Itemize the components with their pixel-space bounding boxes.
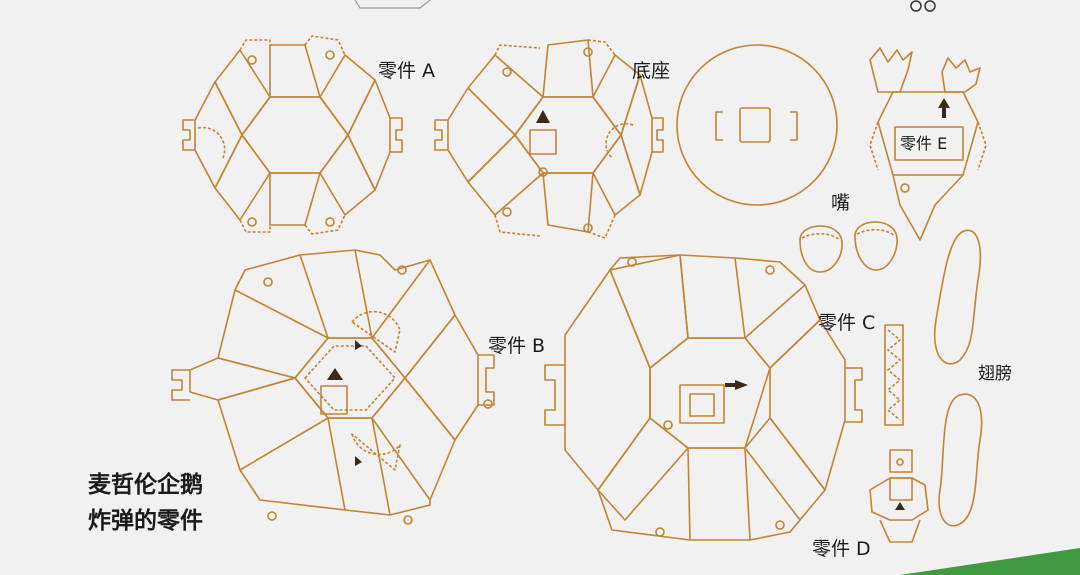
wing-label: 翅膀 — [978, 364, 1012, 384]
part-b-label: 零件 B — [488, 335, 546, 357]
part-d-net — [869, 449, 929, 543]
part-c-strip — [884, 324, 904, 426]
part-c-label: 零件 C — [818, 312, 876, 334]
base-disc — [676, 44, 838, 206]
top-edge-remnant — [354, 0, 431, 9]
arrow-mark-2 — [938, 98, 950, 108]
green-edge-strip — [900, 548, 1080, 575]
corner-mark-2 — [924, 0, 936, 12]
beak-label: 嘴 — [831, 192, 851, 214]
part-a-net — [182, 35, 403, 235]
triangle-mark-1 — [536, 110, 550, 123]
part-e-label: 零件 E — [900, 134, 948, 153]
arrow-mark-2-shaft — [942, 108, 946, 118]
caption: 麦哲伦企鹅 炸弹的零件 — [88, 468, 203, 539]
arrow-mark-1 — [735, 380, 748, 390]
part-b-net — [171, 249, 495, 525]
arrow-mark-5 — [895, 502, 905, 510]
part-d-label: 零件 D — [812, 538, 871, 560]
part-b-net-2 — [544, 254, 863, 541]
base-label: 底座 — [632, 60, 671, 82]
arrow-mark-4 — [355, 456, 362, 466]
caption-line-1: 麦哲伦企鹅 — [88, 472, 203, 498]
part-e-net — [869, 47, 987, 241]
part-a-label: 零件 A — [378, 60, 436, 82]
wing-pieces — [933, 229, 983, 527]
caption-line-2: 炸弹的零件 — [88, 507, 203, 534]
arrow-mark-1-shaft — [725, 383, 735, 387]
triangle-mark-2 — [327, 368, 343, 380]
assembly-marks — [327, 98, 950, 510]
beak-pieces — [799, 221, 898, 273]
corner-mark-1 — [910, 0, 922, 12]
part-a-net-2 — [434, 39, 664, 239]
arrow-mark-3 — [355, 340, 362, 350]
